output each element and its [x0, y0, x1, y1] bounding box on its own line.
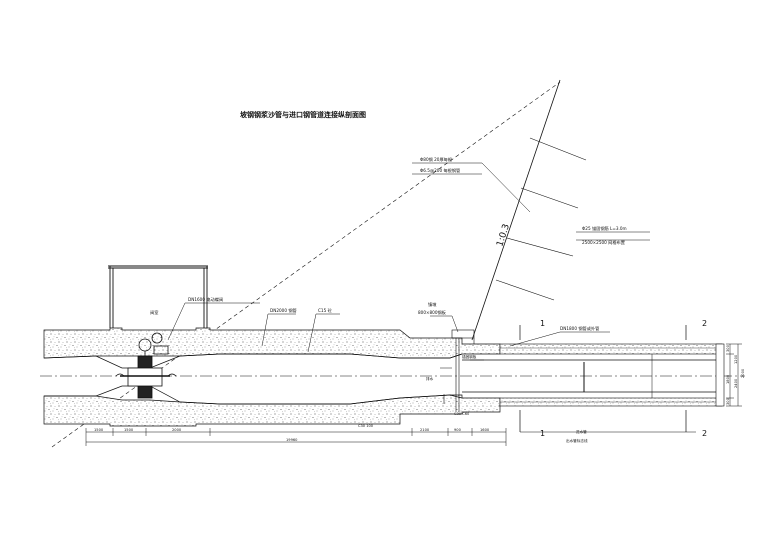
dim-seg5: 900	[454, 428, 462, 432]
bottom-right-label: 进水管	[576, 429, 587, 434]
callout-upper-right-1: Φ25 锚固钢筋 L=3.0m	[582, 225, 627, 232]
callout-concrete: C15 砼	[318, 307, 333, 313]
callout-base-right: C30 C60	[454, 412, 470, 416]
dashed-excavation-line	[51, 81, 561, 448]
callout-valve-room: 阀室	[150, 309, 158, 316]
section-marker-2-bottom: 2	[702, 429, 707, 438]
callout-upper-left-1: Φ80钢 20厚每根	[420, 156, 453, 163]
section-marker-2-top: 2	[702, 319, 707, 328]
drawing-title: 坡钢钢浆沙管与进口钢管道连接纵剖面图	[240, 110, 366, 119]
callout-upper-left-2: Φ6.5@200 每根钢管	[420, 167, 460, 174]
dim-seg1: 1500	[94, 428, 104, 432]
anchor-bolts	[495, 137, 587, 301]
callout-base-left: C30 100	[358, 424, 374, 428]
dim-seg4: 2100	[420, 428, 430, 432]
slope-face-line	[471, 79, 561, 341]
callout-water: 排水	[426, 376, 434, 381]
dim-right-6: 2000	[741, 368, 745, 378]
section-marker-1-bottom: 1	[540, 429, 545, 438]
butterfly-valve	[115, 332, 177, 399]
callout-collar: 镇墩	[428, 301, 437, 308]
dim-right-4: 2400	[734, 378, 738, 388]
slope-ratio: 1:0.3	[495, 223, 512, 248]
dim-seg2: 1500	[124, 428, 134, 432]
profile-leaders	[167, 302, 610, 369]
dim-right-2: 1800	[726, 374, 730, 384]
valve-house-frame	[108, 265, 208, 328]
callout-steel-pipe-right: DN1800 钢管或外管	[560, 325, 599, 332]
dim-right-3: 300	[726, 397, 730, 405]
dim-seg6: 1600	[480, 428, 490, 432]
section-marker-1-top: 1	[540, 319, 545, 328]
right-steel-pipe	[462, 343, 725, 407]
concrete-upper-band	[43, 327, 501, 359]
callout-collar-size: 800×800钢板	[418, 309, 447, 316]
leader-lines	[412, 162, 650, 241]
collar-joint	[443, 329, 475, 412]
concrete-lower-band	[43, 394, 501, 427]
dim-seg-total: 19960	[286, 438, 298, 442]
dim-right-1: 300	[726, 344, 730, 352]
dim-right-5: 1200	[734, 354, 738, 364]
dimension-line-bottom	[85, 428, 696, 446]
callout-valve: DN1600 电动蝶阀	[188, 296, 223, 303]
dimension-line-right	[726, 343, 742, 407]
section-cut-lines	[519, 325, 687, 432]
callout-upper-right-2: 2500×2500 网格布置	[582, 239, 625, 246]
callout-joint: 锚固钢板	[462, 354, 477, 359]
dim-seg3: 2000	[172, 428, 182, 432]
callout-pipe-left: DN2000 钢管	[270, 307, 297, 314]
bottom-note: 出水管标志线	[566, 438, 588, 443]
pipe-outline	[43, 353, 463, 405]
